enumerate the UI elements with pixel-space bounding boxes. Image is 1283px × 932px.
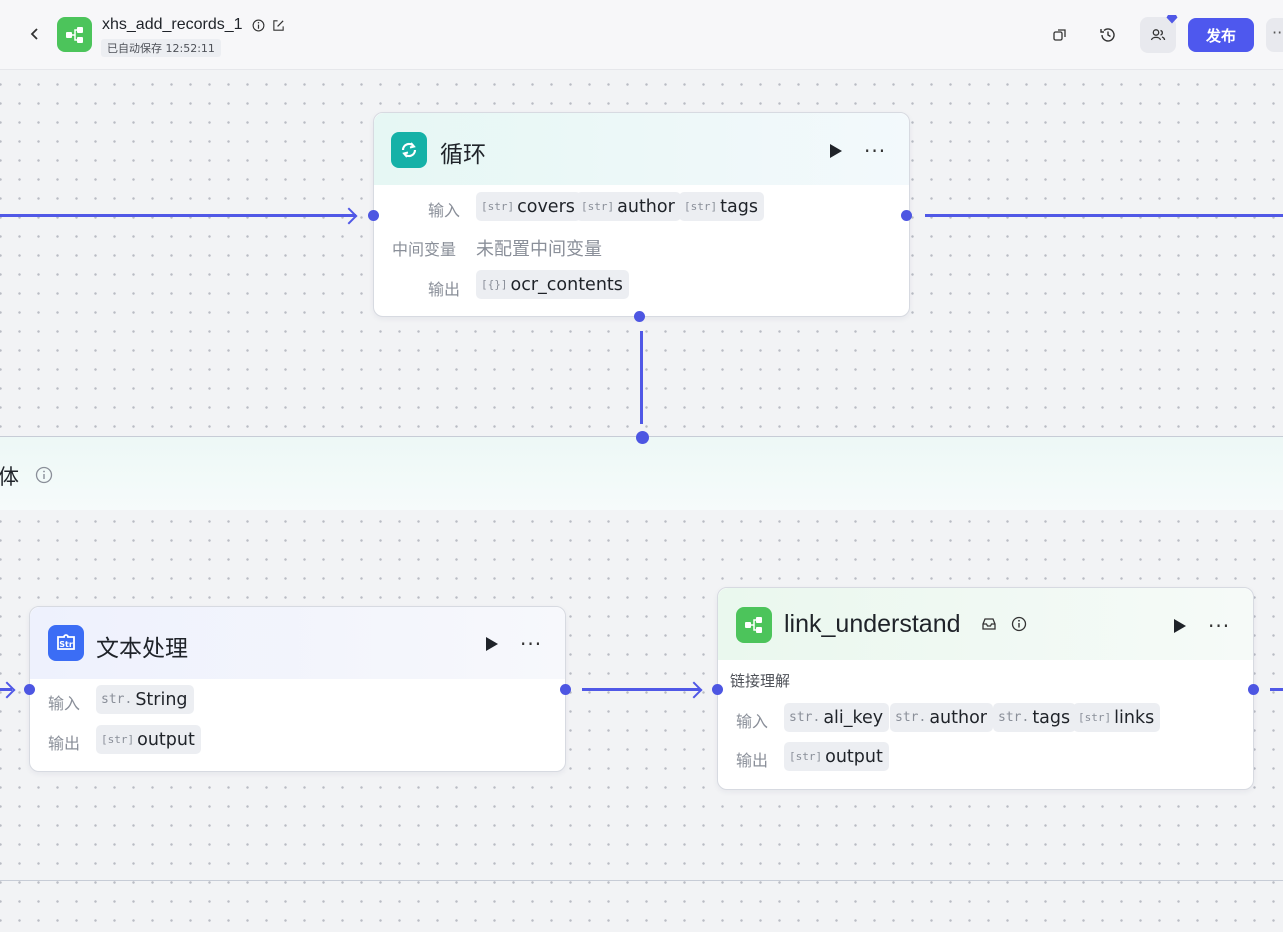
input-label: 输入 (48, 694, 81, 713)
app-logo (57, 17, 92, 52)
loop-body-title: 体 (0, 465, 19, 489)
autosave-status: 已自动保存 12:52:11 (101, 39, 221, 57)
node-more-button[interactable]: ··· (1208, 614, 1231, 638)
info-icon[interactable] (251, 18, 265, 32)
input-label: 输入 (736, 712, 769, 731)
plugin-icon (736, 607, 772, 643)
output-variable-chip[interactable]: [{}]ocr_contents (476, 270, 629, 299)
users-icon (1150, 29, 1166, 41)
publish-button[interactable]: 发布 (1188, 18, 1254, 52)
text-node-header (30, 607, 565, 679)
info-icon[interactable] (35, 466, 53, 484)
copy-icon (1053, 29, 1066, 41)
loop-icon (391, 132, 427, 168)
chevron-left-icon (30, 28, 38, 40)
edge-loop-to-body (639, 331, 643, 424)
node-more-button[interactable]: ··· (864, 139, 887, 163)
link-understand-node[interactable]: link_understand ··· 链接理解 输入 str.ali_key … (717, 587, 1254, 790)
input-variable-chip[interactable]: [str]covers (476, 192, 581, 221)
more-menu-button[interactable]: ··· (1266, 18, 1283, 52)
edge-text-to-link (582, 688, 700, 691)
copy-button[interactable] (1046, 21, 1074, 49)
collaborators-button[interactable] (1140, 15, 1178, 53)
text-processing-node[interactable]: Str 文本处理 ··· 输入 str.String 输出 [str]outpu… (29, 606, 566, 772)
text-process-icon: Str (48, 625, 84, 661)
inbox-icon[interactable] (981, 616, 997, 632)
text-node-title: 文本处理 (96, 636, 188, 662)
run-node-button[interactable] (1170, 617, 1188, 635)
edge-out-of-link (1270, 688, 1283, 691)
input-variable-chip[interactable]: str.author (890, 703, 993, 732)
loop-body-header: 体 (0, 437, 1283, 510)
loop-body-out-port[interactable] (633, 310, 645, 322)
input-variable-chip[interactable]: str.ali_key (784, 703, 890, 732)
edit-icon[interactable] (271, 18, 285, 32)
history-button[interactable] (1094, 21, 1122, 49)
output-label: 输出 (428, 280, 461, 299)
link-input-port[interactable] (711, 683, 723, 695)
input-variable-chip[interactable]: [str]links (1073, 703, 1161, 732)
top-bar: xhs_add_records_1 已自动保存 12:52:11 发布 ··· (0, 0, 1283, 70)
diamond-badge-icon (1166, 15, 1178, 24)
loop-body-port[interactable] (635, 430, 649, 444)
edge-out-of-loop (925, 214, 1283, 217)
node-more-button[interactable]: ··· (520, 632, 543, 656)
info-icon[interactable] (1011, 616, 1027, 632)
edge-into-loop (0, 214, 356, 217)
input-variable-chip[interactable]: str.String (96, 685, 194, 714)
text-output-port[interactable] (559, 684, 571, 695)
play-icon (486, 637, 498, 651)
loop-body-container: 体 (0, 436, 1283, 881)
intermediate-label: 中间变量 (392, 240, 457, 259)
link-output-port[interactable] (1247, 683, 1259, 695)
input-variable-chip[interactable]: [str]author (576, 192, 681, 221)
output-variable-chip[interactable]: [str]output (96, 725, 201, 754)
input-variable-chip[interactable]: [str]tags (679, 192, 764, 221)
loop-node[interactable]: 循环 ··· 输入 [str]covers [str]author [str]t… (373, 112, 910, 317)
back-button[interactable] (24, 22, 46, 46)
intermediate-placeholder: 未配置中间变量 (476, 239, 602, 260)
output-label: 输出 (48, 734, 81, 753)
text-input-port[interactable] (23, 684, 35, 695)
run-node-button[interactable] (482, 635, 500, 653)
loop-node-title: 循环 (440, 142, 486, 168)
edge-into-text (0, 688, 12, 691)
workflow-icon (65, 26, 83, 43)
node-description: 链接理解 (730, 672, 791, 690)
loop-input-port[interactable] (367, 210, 379, 221)
output-label: 输出 (736, 751, 769, 770)
output-variable-chip[interactable]: [str]output (784, 742, 889, 771)
loop-output-port[interactable] (900, 209, 912, 221)
history-icon (1100, 28, 1115, 42)
play-icon (830, 144, 842, 158)
loop-node-header (374, 113, 909, 185)
play-icon (1174, 619, 1186, 633)
svg-text:Str: Str (59, 640, 73, 649)
app-title: xhs_add_records_1 (102, 16, 243, 33)
input-label: 输入 (428, 201, 461, 220)
input-variable-chip[interactable]: str.tags (993, 703, 1077, 732)
link-node-title: link_understand (784, 610, 961, 638)
run-node-button[interactable] (826, 142, 844, 160)
